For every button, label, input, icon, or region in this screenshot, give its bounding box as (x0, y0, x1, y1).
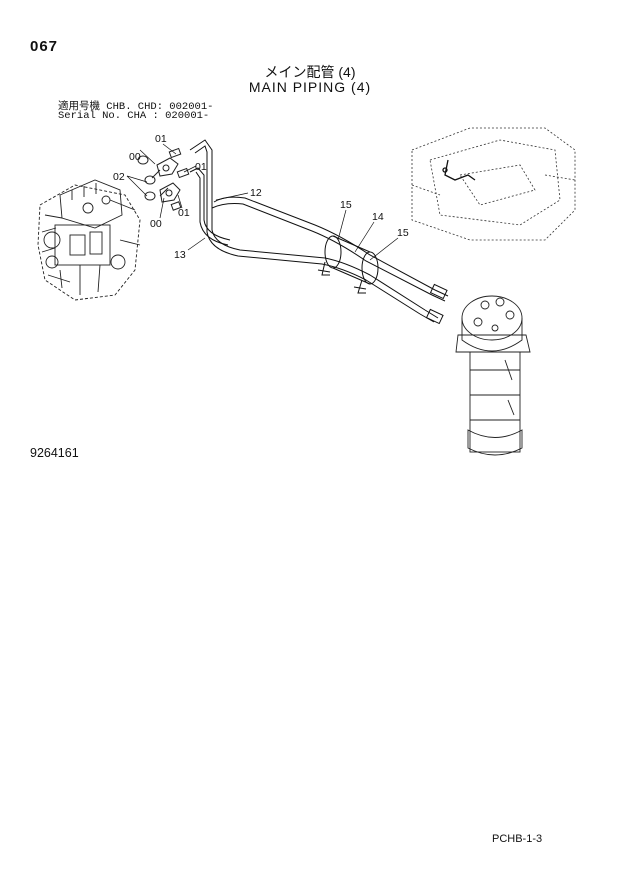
main-piping-hoses (189, 139, 449, 325)
callout-01-right: 01 (195, 161, 207, 173)
page-title-japanese: メイン配管 (4) (264, 64, 356, 80)
callout-01-upper: 01 (155, 133, 167, 145)
callout-14: 14 (372, 211, 384, 223)
page-number: 067 (30, 38, 59, 55)
callout-13: 13 (174, 249, 186, 261)
callout-15-right: 15 (397, 227, 409, 239)
serial-applicability-line-2: Serial No. CHA : 020001- (58, 110, 210, 122)
callout-00-lower: 00 (150, 218, 162, 230)
machine-piping-highlight (442, 159, 476, 181)
pipe-fittings (137, 147, 190, 211)
serial-applicability-line-1: 適用号機 CHB. CHD: 002001- (58, 101, 214, 113)
hose-clamp-assembly (317, 235, 379, 294)
page-code: PCHB-1-3 (492, 833, 543, 845)
hydraulic-pump-drawing (37, 179, 141, 301)
callout-01-lower: 01 (178, 207, 190, 219)
drawing-number: 9264161 (30, 446, 79, 460)
page-title-english: MAIN PIPING (4) (248, 79, 372, 95)
callout-leader-lines (126, 143, 399, 261)
callout-12: 12 (250, 187, 262, 199)
callout-00-upper: 00 (129, 151, 141, 163)
machine-location-drawing (411, 127, 576, 241)
center-swivel-joint-drawing (455, 295, 531, 456)
callout-15-left: 15 (340, 199, 352, 211)
callout-02: 02 (113, 171, 125, 183)
